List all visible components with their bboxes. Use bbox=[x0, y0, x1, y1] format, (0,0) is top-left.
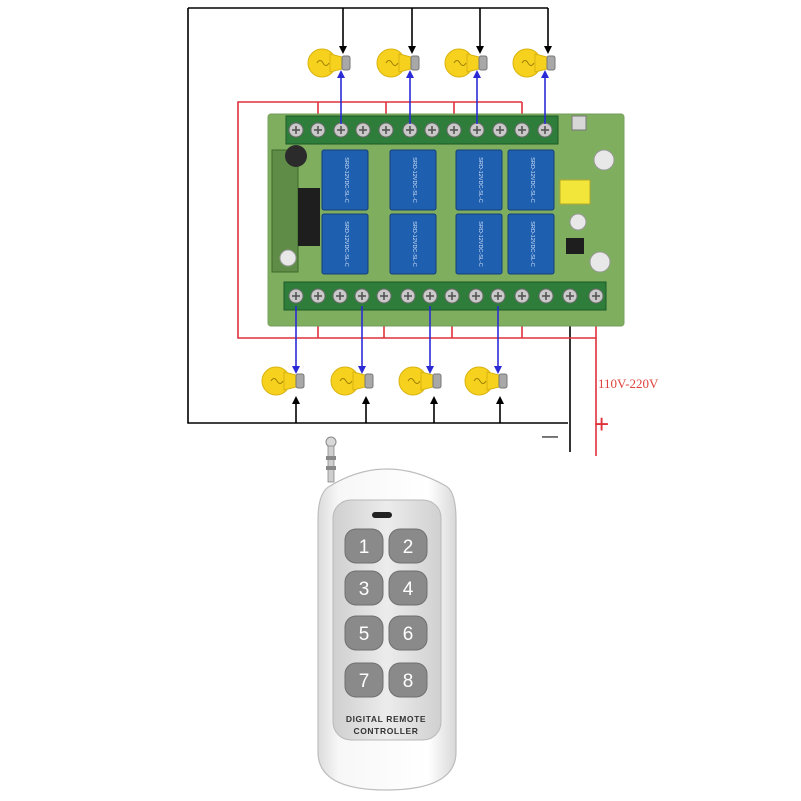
relay-label: SRD-12VDC-SL-C bbox=[411, 157, 417, 203]
light-bulb-icon bbox=[512, 48, 556, 78]
brand-line-2: CONTROLLER bbox=[353, 726, 418, 736]
remote-button-label: 1 bbox=[359, 537, 370, 558]
remote-button-5[interactable]: 5 bbox=[344, 615, 384, 651]
remote-button-8[interactable]: 8 bbox=[388, 662, 428, 698]
relay-label: SRD-12VDC-SL-C bbox=[343, 221, 349, 267]
bottom-terminal-strip bbox=[283, 281, 607, 311]
relay-icon: SRD-12VDC-SL-C bbox=[389, 213, 437, 275]
remote-button-7[interactable]: 7 bbox=[344, 662, 384, 698]
remote-keypad: 1 2 3 4 5 6 7 8 bbox=[344, 528, 428, 698]
screw-terminal-icon bbox=[514, 122, 530, 138]
led-indicator bbox=[372, 512, 392, 518]
chip-left bbox=[298, 188, 320, 246]
screw-terminal-icon bbox=[588, 288, 604, 304]
screw-terminal-icon bbox=[310, 122, 326, 138]
remote-button-6[interactable]: 6 bbox=[388, 615, 428, 651]
load-wiring bbox=[292, 70, 549, 374]
light-bulb-icon bbox=[330, 366, 374, 396]
push-button bbox=[571, 115, 587, 131]
relay-icon: SRD-12VDC-SL-C bbox=[389, 149, 437, 211]
relay-label: SRD-12VDC-SL-C bbox=[411, 221, 417, 267]
capacitor-bottom bbox=[589, 251, 611, 273]
screw-terminal-icon bbox=[537, 122, 553, 138]
remote-button-3[interactable]: 3 bbox=[344, 570, 384, 606]
remote-button-label: 3 bbox=[359, 579, 370, 600]
transformer bbox=[559, 179, 591, 205]
screw-terminal-icon bbox=[400, 288, 416, 304]
capacitor-mid bbox=[569, 213, 587, 231]
remote-button-label: 2 bbox=[403, 537, 414, 558]
remote-button-4[interactable]: 4 bbox=[388, 570, 428, 606]
capacitor-top bbox=[593, 149, 615, 171]
bulbs bbox=[261, 48, 556, 396]
screw-terminal-icon bbox=[422, 288, 438, 304]
light-bulb-icon bbox=[307, 48, 351, 78]
light-bulb-icon bbox=[398, 366, 442, 396]
relay-icon: SRD-12VDC-SL-C bbox=[321, 213, 369, 275]
screw-terminal-icon bbox=[469, 122, 485, 138]
relay-label: SRD-12VDC-SL-C bbox=[529, 221, 535, 267]
relay-icon: SRD-12VDC-SL-C bbox=[455, 213, 503, 275]
screw-terminal-icon bbox=[332, 288, 348, 304]
remote-button-label: 5 bbox=[359, 624, 370, 645]
remote-button-label: 4 bbox=[403, 579, 414, 600]
remote-controller[interactable]: 1 2 3 4 5 6 7 8 DIGITAL REMOTE CONTROLLER bbox=[317, 436, 457, 791]
brand-line-1: DIGITAL REMOTE bbox=[346, 714, 426, 724]
top-terminal-strip bbox=[285, 115, 559, 145]
neutral-wiring bbox=[187, 7, 574, 452]
relay-icon: SRD-12VDC-SL-C bbox=[507, 213, 555, 275]
screw-terminal-icon bbox=[378, 122, 394, 138]
screw-terminal-icon bbox=[444, 288, 460, 304]
screw-terminal-icon bbox=[562, 288, 578, 304]
screw-terminal-icon bbox=[424, 122, 440, 138]
remote-button-label: 8 bbox=[403, 671, 414, 692]
light-bulb-icon bbox=[464, 366, 508, 396]
relay-label: SRD-12VDC-SL-C bbox=[477, 157, 483, 203]
relay-icon: SRD-12VDC-SL-C bbox=[507, 149, 555, 211]
screw-terminal-icon bbox=[333, 122, 349, 138]
relay-icon: SRD-12VDC-SL-C bbox=[321, 149, 369, 211]
screw-terminal-icon bbox=[310, 288, 326, 304]
relay-label: SRD-12VDC-SL-C bbox=[477, 221, 483, 267]
voltage-label: 110V-220V bbox=[598, 376, 659, 391]
screw-terminal-icon bbox=[492, 122, 508, 138]
chip-right bbox=[566, 238, 584, 254]
light-bulb-icon bbox=[261, 366, 305, 396]
minus-sign: — bbox=[542, 428, 558, 445]
light-bulb-icon bbox=[444, 48, 488, 78]
screw-terminal-icon bbox=[355, 122, 371, 138]
relay-label: SRD-12VDC-SL-C bbox=[529, 157, 535, 203]
inductor-coil bbox=[285, 145, 307, 167]
relay-label: SRD-12VDC-SL-C bbox=[343, 157, 349, 203]
screw-terminal-icon bbox=[490, 288, 506, 304]
remote-button-1[interactable]: 1 bbox=[344, 528, 384, 564]
plus-sign: + bbox=[594, 409, 609, 439]
remote-button-2[interactable]: 2 bbox=[388, 528, 428, 564]
screw-terminal-icon bbox=[376, 288, 392, 304]
remote-button-label: 7 bbox=[359, 671, 370, 692]
screw-terminal-icon bbox=[354, 288, 370, 304]
screw-terminal-icon bbox=[446, 122, 462, 138]
light-bulb-icon bbox=[376, 48, 420, 78]
screw-terminal-icon bbox=[538, 288, 554, 304]
relay-icon: SRD-12VDC-SL-C bbox=[455, 149, 503, 211]
remote-button-label: 6 bbox=[403, 624, 414, 645]
screw-terminal-icon bbox=[402, 122, 418, 138]
relay-board: SRD-12VDC-SL-C SRD-12VDC-SL-C SRD-12VDC-SL… bbox=[267, 113, 625, 327]
capacitor-left bbox=[279, 249, 297, 267]
screw-terminal-icon bbox=[514, 288, 530, 304]
antenna bbox=[325, 436, 337, 483]
screw-terminal-icon bbox=[468, 288, 484, 304]
screw-terminal-icon bbox=[288, 288, 304, 304]
screw-terminal-icon bbox=[288, 122, 304, 138]
